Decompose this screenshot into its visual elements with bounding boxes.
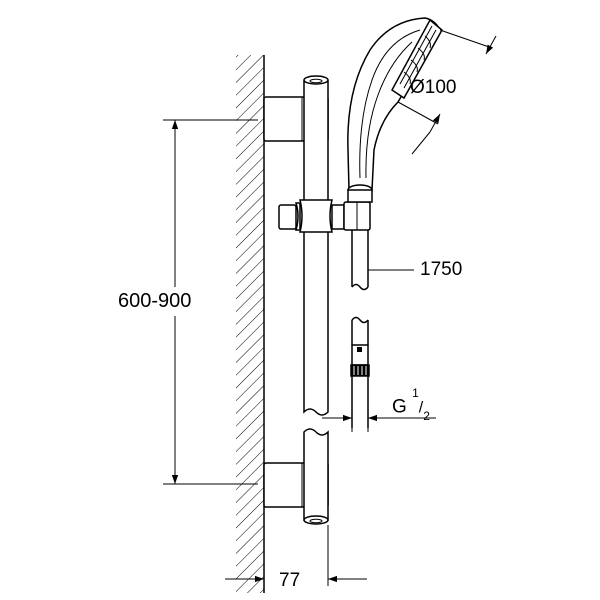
hand-shower-diameter-label: Ø100 [410,77,457,98]
wall-projection-label: 77 [279,570,301,591]
depth-dimension [225,525,367,586]
shower-hose [350,230,370,428]
slider [278,199,371,233]
thread-denominator: 2 [423,409,430,424]
thread-size-label: G 1/2 [392,387,430,422]
hand-shower [347,17,443,203]
wall [236,55,265,593]
hose-length-label: 1750 [420,259,463,280]
shower-rail [303,75,329,525]
mounting-height-label: 600-900 [118,290,192,312]
thread-dimension [322,414,436,432]
thread-prefix: G [392,396,413,418]
thread-numerator: 1 [412,386,419,400]
thread-slash: / [418,399,424,417]
height-dimension [163,119,258,485]
diameter-dimension [397,29,497,155]
